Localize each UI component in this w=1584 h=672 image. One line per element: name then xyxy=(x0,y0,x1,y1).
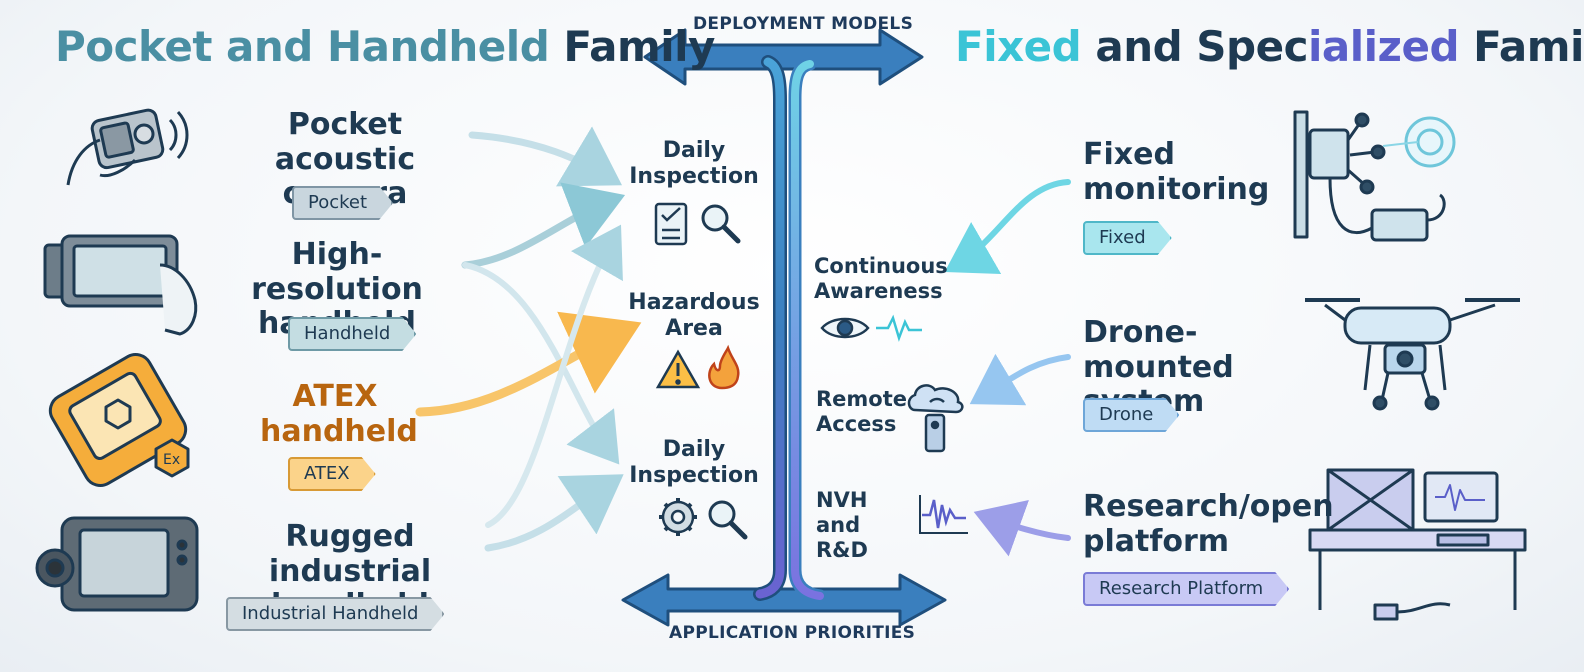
bottom-axis-arrow xyxy=(621,573,947,627)
priority-daily-inspection-top: Daily Inspection xyxy=(624,138,764,191)
cloud-remote-icon xyxy=(907,384,964,453)
svg-text:Ex: Ex xyxy=(163,452,180,468)
deployment-models-label: DEPLOYMENT MODELS xyxy=(693,14,914,34)
tag-atex: ATEX xyxy=(288,457,376,491)
device-title-line: ATEX xyxy=(292,379,378,414)
left-title-part1: Pocket and Handheld xyxy=(55,22,550,71)
priority-line: Area xyxy=(665,316,723,342)
tag-handheld: Handheld xyxy=(288,317,416,351)
priority-nvh-and-rd: NVH and R&D xyxy=(816,488,916,564)
gear-icon xyxy=(659,498,697,536)
application-priorities-label: APPLICATION PRIORITIES xyxy=(669,623,916,643)
right-connector-arrows xyxy=(944,179,1071,557)
magnifier-icon xyxy=(708,500,748,540)
magnifier-icon xyxy=(701,204,741,244)
tag-drone: Drone xyxy=(1083,398,1179,432)
priority-line: Daily xyxy=(662,138,726,163)
vertical-spine xyxy=(753,55,827,603)
tag-research-platform: Research Platform xyxy=(1083,572,1289,606)
right-title-part1: Fixed xyxy=(955,22,1082,71)
device-title-research-open-platform: Research/open platform xyxy=(1083,489,1334,559)
device-title-line: Pocket acoustic xyxy=(274,107,416,177)
device-title-atex-handheld: ATEX handheld xyxy=(260,379,418,449)
fire-icon xyxy=(708,344,740,390)
priority-remote-access: Remote Access xyxy=(816,387,908,437)
tag-industrial-handheld: Industrial Handheld xyxy=(226,597,444,631)
priority-line: Continuous xyxy=(814,254,948,278)
priority-continuous-awareness: Continuous Awareness xyxy=(814,254,948,304)
priority-hazardous-area: Hazardous Area xyxy=(624,290,764,343)
waveform-chart-icon xyxy=(919,495,968,534)
pocket-camera-illustration xyxy=(66,108,189,186)
priority-line: Hazardous xyxy=(628,290,760,315)
left-title-part2: Family xyxy=(549,22,715,71)
atex-device-illustration: Ex xyxy=(48,353,190,487)
device-title-line: monitoring xyxy=(1083,171,1270,207)
device-title-line: Fixed xyxy=(1083,137,1175,172)
priority-line: Daily xyxy=(662,437,726,462)
right-title-part4: Family xyxy=(1473,22,1584,71)
device-title-line: Rugged industrial xyxy=(268,519,432,589)
device-title-line: platform xyxy=(1083,523,1230,559)
priority-line: Inspection xyxy=(629,164,759,190)
fixed-monitor-illustration xyxy=(1293,110,1456,242)
right-family-title: Fixed and Specialized Family xyxy=(955,26,1584,68)
drone-illustration xyxy=(1305,298,1520,411)
clipboard-icon xyxy=(654,202,688,246)
device-title-line: Research/open xyxy=(1083,489,1334,524)
device-title-line: handheld xyxy=(260,413,418,449)
tag-pocket: Pocket xyxy=(292,186,393,220)
tablet-handheld-illustration xyxy=(43,234,198,336)
tag-fixed: Fixed xyxy=(1083,221,1172,255)
priority-line: Remote xyxy=(816,387,908,411)
priority-line: Inspection xyxy=(629,463,759,489)
rugged-device-illustration xyxy=(35,516,199,612)
pulse-icon xyxy=(876,314,922,342)
priority-line: NVH and xyxy=(816,488,868,538)
device-title-line: Drone-mounted xyxy=(1083,315,1234,385)
warning-icon xyxy=(655,349,701,389)
priority-line: Access xyxy=(816,412,897,437)
right-title-part2: and Spec xyxy=(1081,22,1308,71)
left-family-title: Pocket and Handheld Family xyxy=(55,26,715,68)
right-title-part3: ialized xyxy=(1307,22,1460,71)
eye-icon xyxy=(820,317,870,339)
device-title-fixed-monitoring: Fixed monitoring xyxy=(1083,137,1283,207)
research-lab-illustration xyxy=(1308,468,1527,621)
priority-line: Awareness xyxy=(814,279,943,304)
priority-line: R&D xyxy=(816,538,868,563)
left-connector-arrows xyxy=(415,126,642,552)
top-axis-arrow xyxy=(643,28,924,86)
device-title-line: High-resolution xyxy=(251,237,423,307)
priority-daily-inspection-bottom: Daily Inspection xyxy=(624,437,764,490)
